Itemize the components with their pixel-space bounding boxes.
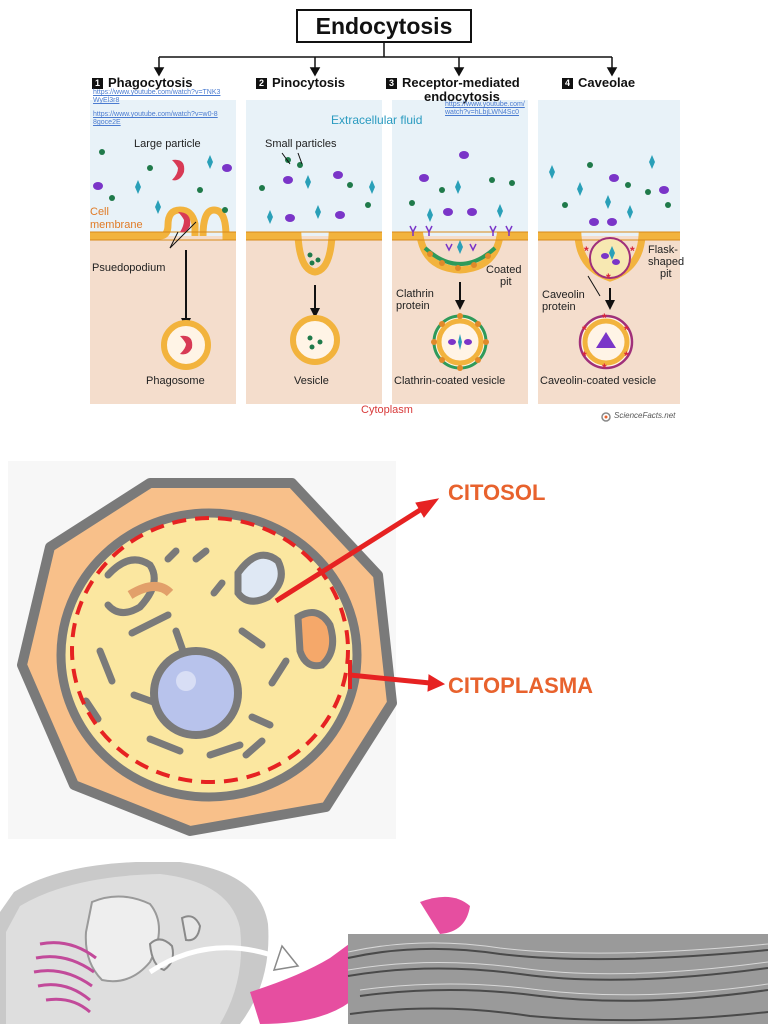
panel2-particles [259,152,375,266]
flask-label-2: shaped [648,256,685,268]
section-4-number: 4 [562,78,573,89]
small-particles-label: Small particles [265,138,337,150]
coated-pit-label-2: pit [500,276,512,288]
svg-text:*: * [584,244,589,258]
panel4-particles: * * * [549,155,671,285]
section-1-number: 1 [92,78,103,89]
pseudopodium-label: Psuedopodium [92,262,166,274]
sciencefacts-logo-icon [601,412,611,422]
er-illustration [0,862,768,1024]
caveolin-vesicle-shape: * * * * * * [578,311,634,375]
cell-cutaway-illustration [0,862,470,1024]
coated-pit-label-1: Coated [486,264,522,276]
clathrin-vesicle-shape [431,313,489,371]
cytosol-boundary [70,516,350,784]
panel1-particles [93,149,232,233]
caveolin-vesicle-label: Caveolin-coated vesicle [540,375,657,387]
er-micrograph [347,934,768,1024]
extracellular-fluid-label: Extracellular fluid [331,113,423,127]
diagram-title: Endocytosis [296,9,472,43]
citoplasma-label: CITOPLASMA [448,673,594,698]
phagocytosis-video-link-2[interactable]: https://www.youtube.com/watch?v=w0-88goc… [93,111,218,126]
cell-membrane-label-1: Cell [90,206,109,218]
svg-text:*: * [606,271,611,285]
caveolin-label-1: Caveolin [542,289,585,301]
flask-label-3: pit [660,268,672,280]
cell-diagram [8,461,446,839]
endocytosis-diagram: * * * * * * * * * [90,43,680,422]
cell-membranes [90,206,680,282]
section-3-title-line2: endocytosis [424,89,500,104]
svg-text:*: * [624,323,629,337]
svg-text:*: * [602,311,607,325]
title-connector-lines [153,43,618,77]
large-particle-label: Large particle [134,138,201,150]
panel3-particles [409,151,515,271]
label-arrows [274,498,446,692]
vesicle-shape [290,315,340,365]
svg-text:*: * [582,323,587,337]
section-3-number: 3 [386,78,397,89]
clathrin-vesicle-label: Clathrin-coated vesicle [394,375,506,387]
svg-text:*: * [624,349,629,363]
svg-text:*: * [630,244,635,258]
flask-label-1: Flask- [648,244,678,256]
cytoplasm-label: Cytoplasm [361,404,413,416]
receptor-video-link[interactable]: https://www.youtube.com/watch?v=hLbjLWN4… [445,101,525,116]
citosol-label: CITOSOL [448,480,546,505]
clathrin-label-1: Clathrin [396,288,434,300]
cell-illustration [17,478,397,836]
clathrin-label-2: protein [396,300,430,312]
phagosome-label: Phagosome [146,375,205,387]
svg-text:*: * [582,349,587,363]
phagocytosis-video-link-1[interactable]: https://www.youtube.com/watch?v=TNK3WyEl… [93,89,221,104]
svg-text:*: * [602,361,607,375]
cell-membrane-label-2: membrane [90,219,143,231]
caveolin-label-2: protein [542,301,576,313]
section-2-number: 2 [256,78,267,89]
membrane-edges [90,231,680,241]
sciencefacts-logo-text: ScienceFacts.net [614,411,676,420]
vesicle-label: Vesicle [294,375,329,387]
